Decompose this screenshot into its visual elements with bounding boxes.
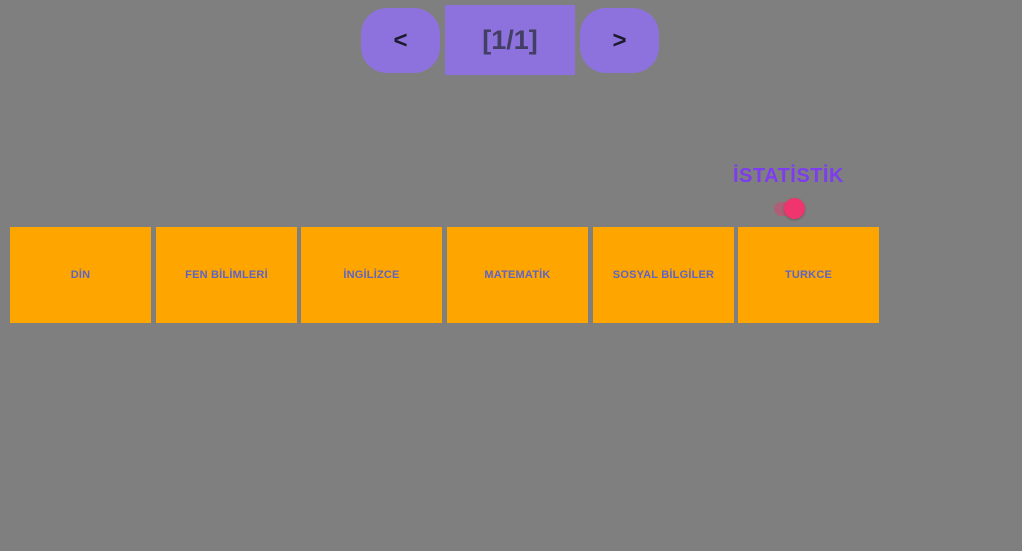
subject-button-fen-bilimleri[interactable]: FEN BİLİMLERİ <box>156 227 297 323</box>
subject-button-matematik[interactable]: MATEMATİK <box>447 227 588 323</box>
toggle-knob-icon <box>784 198 805 219</box>
page-indicator: [1/1] <box>445 5 575 75</box>
previous-page-button[interactable]: < <box>361 8 440 73</box>
statistics-label: İSTATİSTİK <box>733 165 844 187</box>
subject-button-ingilizce[interactable]: İNGİLİZCE <box>301 227 442 323</box>
subject-button-sosyal-bilgiler[interactable]: SOSYAL BİLGİLER <box>593 227 734 323</box>
next-page-button[interactable]: > <box>580 8 659 73</box>
subject-button-turkce[interactable]: TURKCE <box>738 227 879 323</box>
statistics-toggle[interactable] <box>774 198 806 219</box>
subject-button-din[interactable]: DİN <box>10 227 151 323</box>
